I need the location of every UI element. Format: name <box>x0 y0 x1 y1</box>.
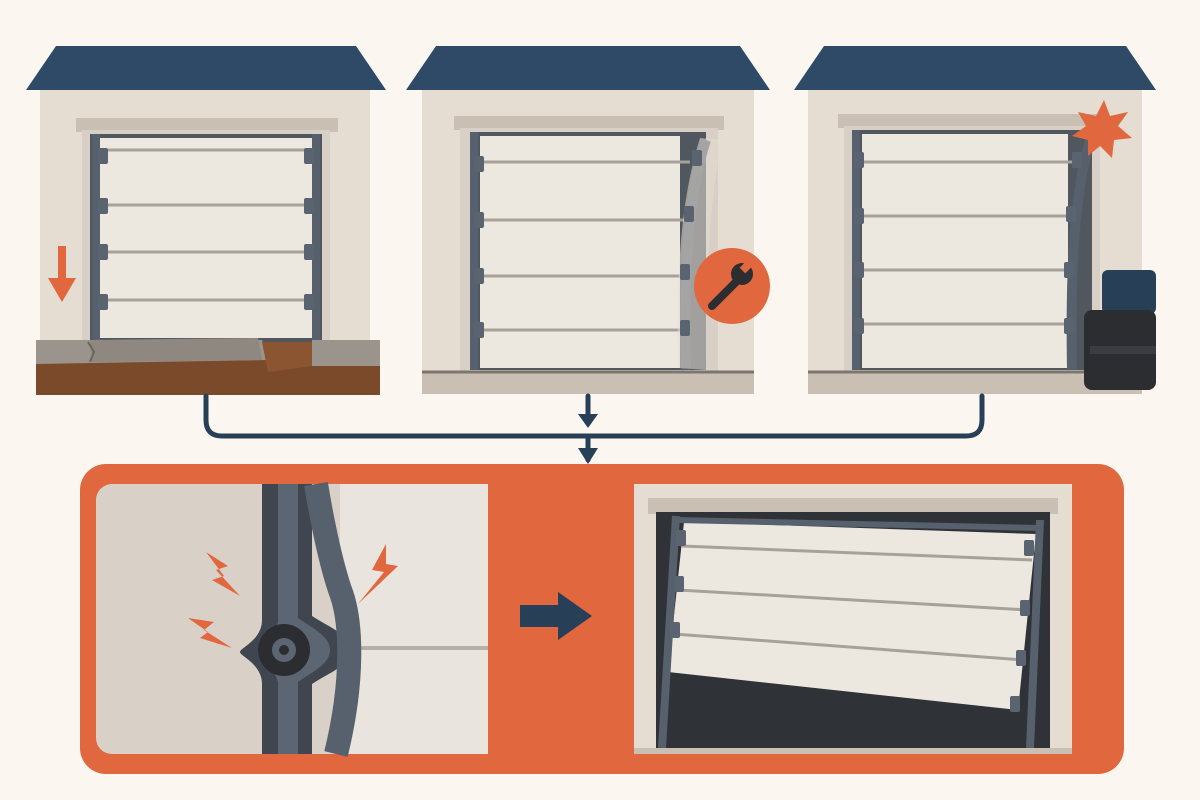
floor-strip <box>422 372 754 394</box>
panel-bent-track <box>406 46 770 394</box>
connector-arrowhead-bottom <box>578 448 598 464</box>
panel-impact-damage <box>794 46 1156 394</box>
floor-strip <box>808 372 1142 394</box>
bent-door-edge <box>677 138 722 370</box>
right-track <box>312 134 320 342</box>
result-right-track <box>1026 519 1044 749</box>
right-arrow-icon <box>520 592 592 640</box>
result-panel <box>80 464 1124 774</box>
door-header <box>838 114 1106 128</box>
roof <box>406 46 770 90</box>
raised-slab <box>90 338 262 362</box>
tilted-door-lines <box>673 544 1033 662</box>
roller-hinges <box>854 152 1082 334</box>
result-roller-hinges <box>670 530 1034 712</box>
connector-arrowhead-top <box>578 414 598 428</box>
garage-door <box>100 138 312 338</box>
door-panel-lines <box>862 160 1078 326</box>
door-panel-lines <box>480 160 690 332</box>
result-header <box>648 498 1058 514</box>
lightning-icon <box>188 618 232 648</box>
slab-right <box>312 340 380 366</box>
derailed-door-result <box>634 484 1072 754</box>
result-floor <box>634 748 1072 754</box>
garage-door <box>862 134 1068 368</box>
closeup-bent-rail <box>304 482 362 757</box>
roof <box>794 46 1156 90</box>
result-top-rail <box>675 517 1041 531</box>
panel-settling-foundation <box>26 46 386 395</box>
wrench-icon <box>694 248 770 324</box>
crack-line <box>87 341 96 363</box>
roof <box>26 46 386 90</box>
door-header <box>454 116 724 130</box>
result-left-track <box>658 515 680 749</box>
burst-icon <box>1072 100 1132 158</box>
door-panel-lines <box>100 148 312 302</box>
closeup-track-inner <box>262 484 330 754</box>
down-arrow-icon <box>48 246 76 302</box>
vehicle-bumper-icon <box>1084 270 1156 390</box>
tilted-door <box>668 522 1036 710</box>
track-closeup-inset <box>96 482 488 757</box>
lightning-icon <box>206 552 240 596</box>
sunken-slab <box>262 342 312 372</box>
left-track <box>852 130 860 370</box>
garage-door <box>480 136 680 368</box>
roller-hinges <box>474 150 702 338</box>
left-track <box>92 134 100 342</box>
door-header <box>76 118 338 132</box>
roller-hinges <box>98 148 314 310</box>
left-track <box>470 132 478 370</box>
